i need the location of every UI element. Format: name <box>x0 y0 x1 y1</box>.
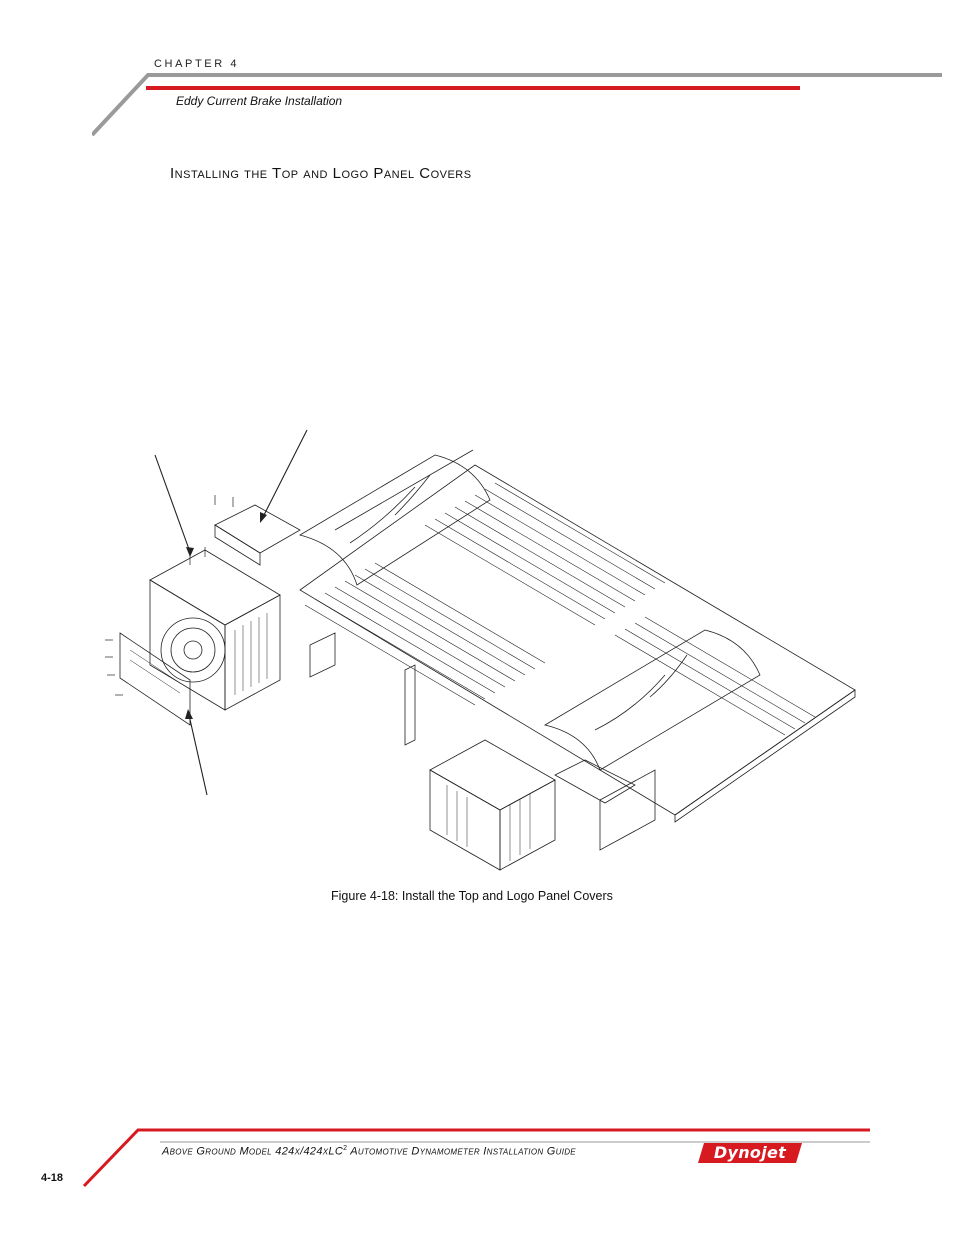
section-subtitle: Eddy Current Brake Installation <box>176 94 343 108</box>
footer-title: Above Ground Model 424x/424xLC2 Automoti… <box>162 1145 576 1158</box>
logo-text: Dynojet <box>713 1143 787 1162</box>
figure-caption: Figure 4-18: Install the Top and Logo Pa… <box>331 889 613 903</box>
dynamometer-illustration <box>105 429 856 871</box>
chapter-label: CHAPTER 4 <box>154 58 240 70</box>
section-heading: Installing the Top and Logo Panel Covers <box>170 165 472 182</box>
page-number: 4-18 <box>41 1172 64 1184</box>
header-rule <box>92 73 942 137</box>
logo-badge <box>698 1143 802 1163</box>
footer-rule <box>82 1128 870 1188</box>
dynojet-logo: Dynojet <box>698 1142 802 1164</box>
